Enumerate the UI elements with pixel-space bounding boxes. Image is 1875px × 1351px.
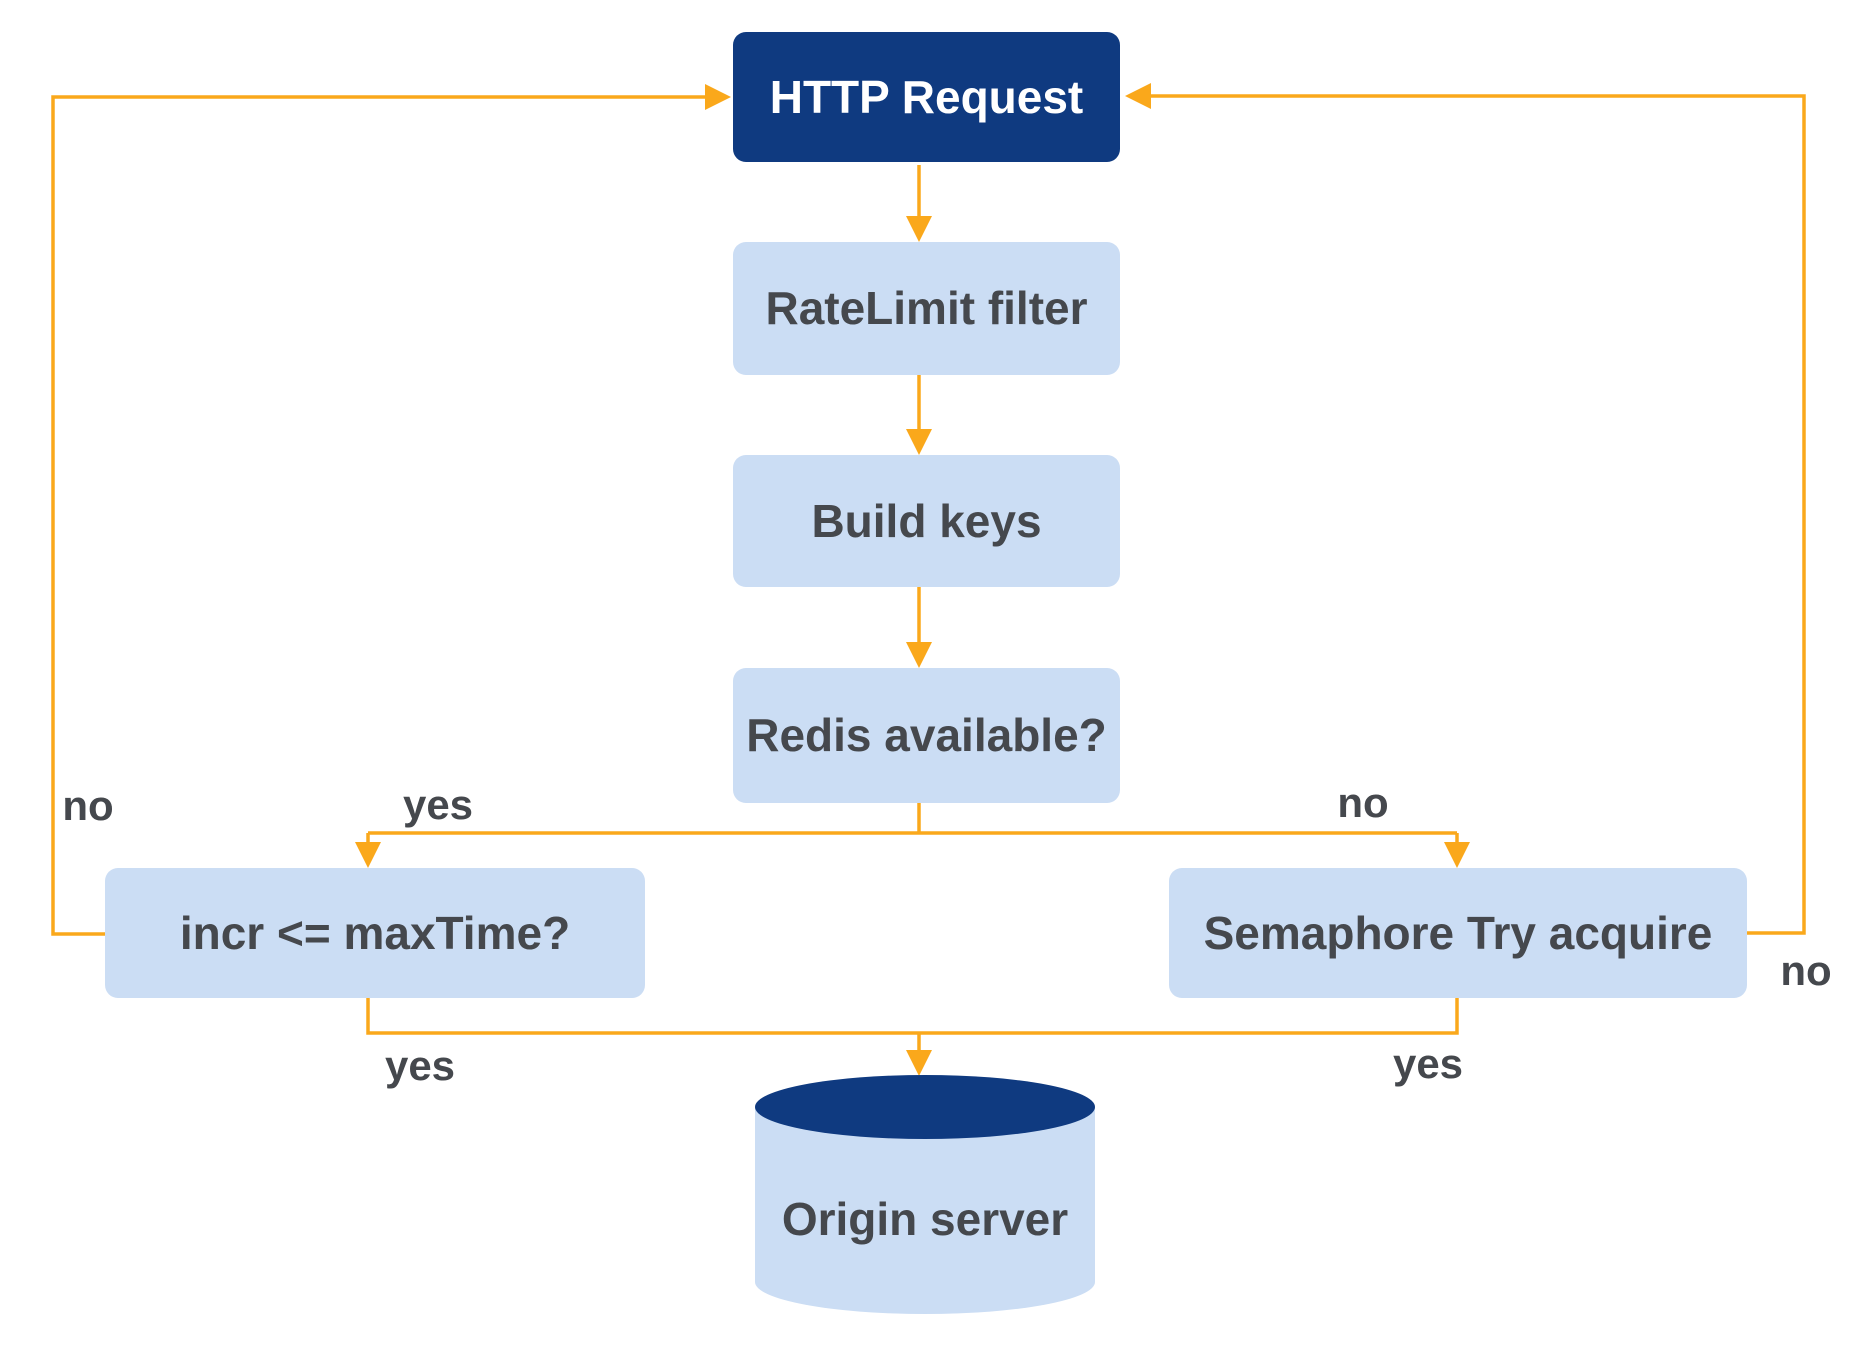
arrowhead-origin bbox=[906, 1050, 932, 1076]
node-ratelimit-filter-label: RateLimit filter bbox=[765, 282, 1088, 335]
edge-label-redis-yes: yes bbox=[402, 781, 474, 828]
node-build-keys: Build keys bbox=[733, 455, 1120, 587]
node-http-request-label: HTTP Request bbox=[769, 70, 1084, 123]
edge-label-redis-no: no bbox=[1337, 779, 1389, 826]
node-semaphore-try-acquire: Semaphore Try acquire bbox=[1169, 868, 1747, 998]
edge-label-incr-yes: yes bbox=[384, 1042, 456, 1089]
cylinder-top-ellipse bbox=[755, 1075, 1095, 1139]
cylinder-body bbox=[755, 1107, 1095, 1314]
node-redis-available: Redis available? bbox=[733, 668, 1120, 803]
arrowhead-buildkeys bbox=[906, 429, 932, 455]
node-ratelimit-filter: RateLimit filter bbox=[733, 242, 1120, 375]
edge-label-incr-no: no bbox=[62, 782, 114, 829]
arrowhead-http-right bbox=[1125, 83, 1151, 109]
edge-label-semaphore-yes: yes bbox=[1392, 1040, 1464, 1087]
node-build-keys-label: Build keys bbox=[811, 494, 1042, 547]
node-http-request: HTTP Request bbox=[733, 32, 1120, 162]
edge-incr-no-loop bbox=[51, 95, 705, 936]
node-origin-server-label: Origin server bbox=[781, 1193, 1069, 1245]
arrowhead-semaphore bbox=[1444, 842, 1470, 868]
arrowhead-http-left bbox=[705, 84, 731, 110]
node-origin-server: Origin server bbox=[755, 1139, 1095, 1299]
arrowhead-ratelimit bbox=[906, 216, 932, 242]
edge-label-semaphore-no: no bbox=[1780, 947, 1832, 994]
node-incr-le-maxtime: incr <= maxTime? bbox=[105, 868, 645, 998]
edge-semaphore-no-loop bbox=[1151, 94, 1806, 935]
arrowhead-redis bbox=[906, 642, 932, 668]
arrowhead-incr bbox=[355, 842, 381, 868]
edge-merge-to-origin bbox=[366, 998, 1459, 1050]
node-incr-le-maxtime-label: incr <= maxTime? bbox=[179, 906, 571, 959]
node-semaphore-try-acquire-label: Semaphore Try acquire bbox=[1203, 906, 1713, 959]
node-redis-available-label: Redis available? bbox=[746, 709, 1107, 762]
edge-redis-split bbox=[366, 803, 1459, 842]
